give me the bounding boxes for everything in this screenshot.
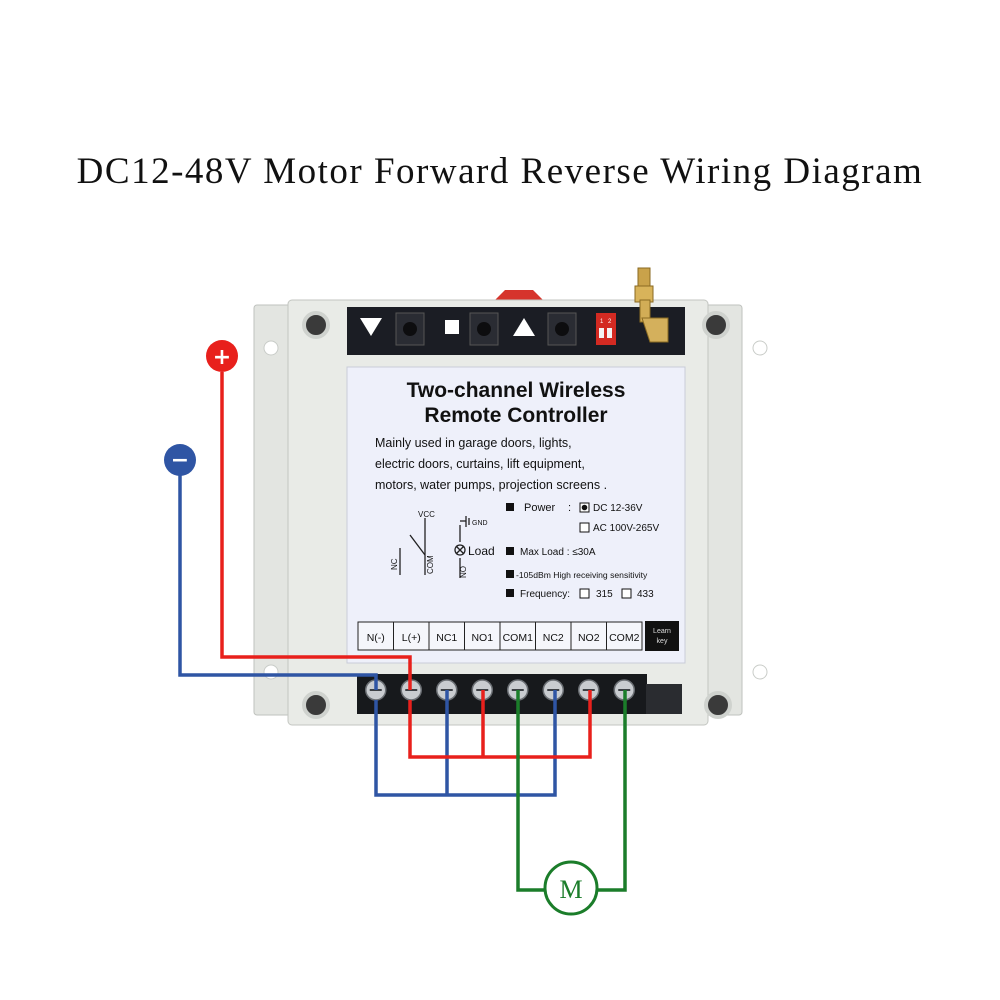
frequency-label: Frequency: — [520, 589, 570, 600]
flange-hole — [263, 340, 279, 356]
terminal-block-end — [646, 684, 682, 714]
power-option-dc: DC 12-36V — [593, 503, 643, 514]
terminal-label-cell — [393, 621, 430, 651]
frequency-checkbox[interactable] — [621, 588, 632, 599]
schematic-no-label: NO — [459, 566, 468, 578]
terminal-label-cell — [606, 621, 643, 651]
max-load-label: Max Load : ≤30A — [520, 547, 596, 558]
negative-wire — [178, 475, 378, 690]
positive-bus-wire — [408, 690, 592, 759]
push-button[interactable] — [555, 322, 569, 336]
motor-wire-com2 — [597, 690, 627, 892]
arrow-up-icon — [513, 318, 535, 336]
frequency-option-433: 433 — [637, 589, 654, 600]
terminal-label-nc2: NC2 — [543, 632, 564, 644]
schematic-nc-label: NC — [390, 558, 399, 570]
negative-terminal-icon — [164, 444, 196, 476]
bullet-square — [506, 589, 514, 597]
terminal-label-com1: COM1 — [503, 632, 533, 644]
label-panel — [346, 366, 686, 664]
learn-key-label: key — [657, 638, 668, 645]
terminal-label-cell — [357, 621, 394, 651]
dip-switch-lever — [607, 328, 612, 338]
dip-switch-number: 1 — [600, 319, 604, 325]
diagram-title: DC12-48V Motor Forward Reverse Wiring Di… — [76, 151, 924, 192]
dip-switch-number: 2 — [608, 319, 612, 325]
schematic-vcc-label: VCC — [418, 510, 435, 519]
terminal-label-n: N(-) — [367, 632, 385, 644]
terminal-label-cell — [570, 621, 607, 651]
relay-schematic — [399, 516, 470, 578]
terminal-label-com2: COM2 — [609, 632, 639, 644]
terminal-label-no1: NO1 — [471, 632, 493, 644]
schematic-load-label: Load — [468, 544, 495, 558]
positive-symbol: + — [213, 345, 231, 370]
schematic-com-label: COM — [426, 555, 435, 574]
mount-hole — [702, 311, 730, 339]
power-colon: : — [568, 502, 571, 514]
label-description: motors, water pumps, projection screens … — [375, 478, 607, 492]
terminal-label-no2: NO2 — [578, 632, 600, 644]
bullet-square — [506, 503, 514, 511]
terminal-label-cell — [535, 621, 572, 651]
learn-key-button[interactable] — [645, 621, 679, 651]
negative-symbol: − — [171, 448, 189, 473]
terminal-label-nc1: NC1 — [436, 632, 457, 644]
label-title-line1: Two-channel Wireless — [407, 379, 626, 402]
terminal-label-row: N(-) L(+) NC1 NO1 COM1 NC2 NO2 COM2 — [357, 621, 643, 651]
bullet-square — [506, 547, 514, 555]
power-option-checkbox[interactable] — [579, 522, 590, 533]
button-housing — [395, 312, 425, 346]
power-option-selected-dot — [581, 504, 588, 511]
bullet-square — [506, 570, 514, 578]
push-button[interactable] — [403, 322, 417, 336]
frequency-checkbox[interactable] — [579, 588, 590, 599]
mount-hole — [704, 691, 732, 719]
frequency-option-315: 315 — [596, 589, 613, 600]
power-label: Power — [524, 502, 556, 514]
positive-wire — [220, 372, 412, 690]
motor-wire-com1 — [516, 690, 545, 892]
power-option-ac: AC 100V-265V — [593, 523, 659, 534]
flange-hole — [752, 664, 768, 680]
antenna-connector-icon — [634, 267, 669, 343]
flange-hole — [263, 664, 279, 680]
sensitivity-label: -105dBm High receiving sensitivity — [516, 570, 648, 580]
dip-switch-lever — [599, 328, 604, 338]
negative-bus-wire — [374, 690, 557, 797]
motor-icon — [543, 860, 599, 916]
push-button[interactable] — [477, 322, 491, 336]
terminal-label-cell — [428, 621, 465, 651]
label-title-line2: Remote Controller — [424, 404, 607, 427]
mount-hole — [302, 691, 330, 719]
mount-hole — [302, 311, 330, 339]
wiring — [178, 372, 627, 892]
arrow-down-icon — [360, 318, 382, 336]
stop-square-icon — [445, 320, 459, 334]
motor-label: M — [559, 875, 582, 904]
schematic-gnd-label: GND — [472, 520, 488, 527]
label-description: Mainly used in garage doors, lights, — [375, 436, 572, 450]
label-description: electric doors, curtains, lift equipment… — [375, 457, 585, 471]
flange-hole — [752, 340, 768, 356]
terminal-label-l: L(+) — [402, 632, 421, 644]
terminal-block — [357, 674, 647, 714]
positive-terminal-icon — [206, 340, 238, 372]
learn-key-label: Learn — [653, 628, 671, 635]
